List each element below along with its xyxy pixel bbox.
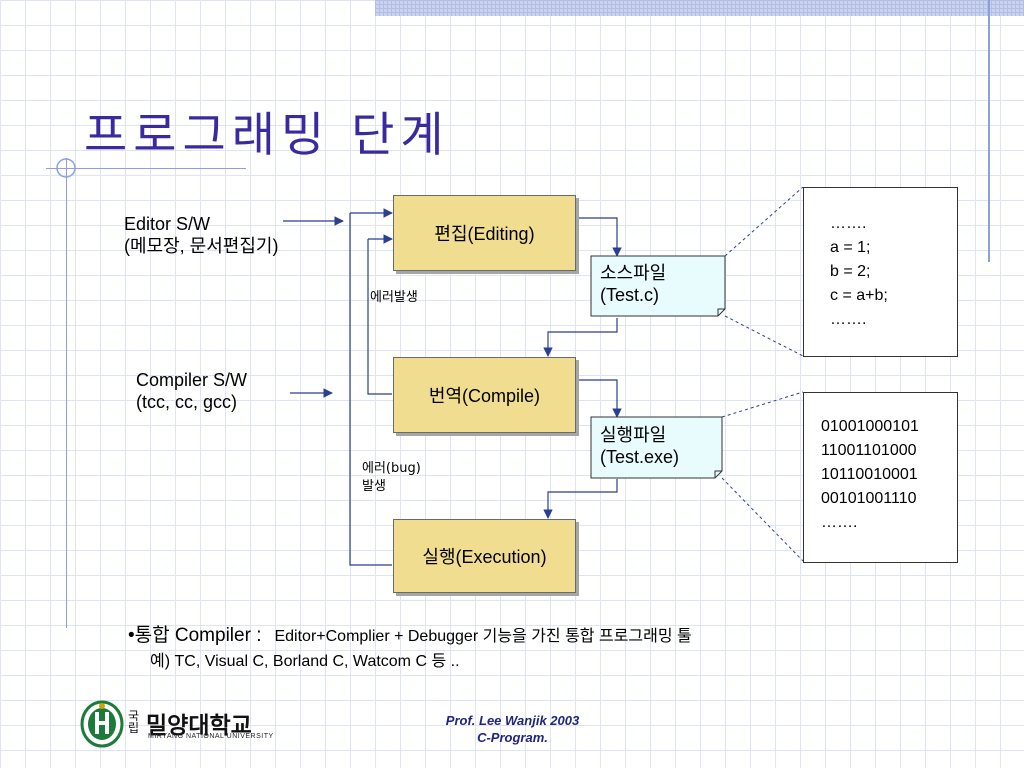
binary-code-box: 01001000101 11001101000 10110010001 0010… [803, 392, 958, 563]
decor-vertical-line [988, 0, 990, 262]
source-code-line: c = a+b; [830, 287, 888, 304]
compiler-label-line2: (tcc, cc, gcc) [136, 392, 238, 412]
source-code-line: ……. [830, 311, 867, 328]
editor-label-line1: Editor S/W [124, 214, 211, 234]
compile-step-box: 번역(Compile) [393, 357, 576, 433]
editor-label: Editor S/W (메모장, 문서편집기) [124, 213, 278, 257]
source-file-shape [590, 255, 726, 317]
exe-file-fold [714, 470, 722, 478]
source-file-fold [717, 308, 725, 316]
slide-title: 프로그래밍 단계 [84, 108, 450, 163]
editor-label-line2: (메모장, 문서편집기) [124, 236, 279, 256]
bug-error-line2: 발생 [362, 479, 386, 494]
bullet-line-1: •통합 Compiler : Editor+Complier + Debugge… [128, 623, 692, 649]
decor-horizontal-line [46, 168, 246, 169]
logo-prefix-1: 국 [128, 709, 140, 723]
bullet-prefix: •통합 Compiler : [128, 625, 262, 646]
bug-error-label: 에러(bug) 발생 [362, 460, 421, 496]
editing-step-box: 편집(Editing) [393, 195, 576, 271]
decor-vertical-line-left [66, 158, 67, 628]
binary-code-line: 01001000101 [821, 418, 919, 435]
execution-step-box: 실행(Execution) [393, 519, 576, 593]
source-callout-line-top [724, 186, 804, 257]
source-callout-line-bottom [724, 315, 804, 357]
source-code-line: ……. [830, 215, 867, 232]
exe-file-shape [590, 416, 723, 479]
bug-error-line1: 에러(bug) [362, 461, 421, 476]
exe-to-execution-arrow [543, 479, 618, 519]
binary-code-lines: 01001000101 11001101000 10110010001 0010… [821, 415, 919, 535]
footer-course: C-Program. [477, 730, 548, 745]
exe-file-line1: 실행파일 [600, 425, 667, 445]
source-code-line: b = 2; [830, 263, 871, 280]
university-emblem-icon [80, 700, 124, 748]
exe-callout-line-bottom [721, 477, 804, 562]
compiler-label: Compiler S/W (tcc, cc, gcc) [136, 369, 247, 413]
outer-feedback-line [349, 213, 392, 566]
logo-prefix: 국 립 [128, 710, 139, 734]
edit-error-label: 에러발생 [370, 290, 418, 305]
source-file-line2: (Test.c) [600, 285, 660, 305]
bullet-rest: Editor+Complier + Debugger 기능을 가진 통합 프로그… [274, 628, 692, 645]
bullet-line-2: 예) TC, Visual C, Borland C, Watcom C 등 .… [150, 653, 460, 670]
exe-callout-line-top [721, 391, 804, 418]
inner-feedback-line [367, 239, 392, 395]
source-to-compile-arrow [543, 318, 618, 357]
decor-circle [56, 158, 76, 178]
footer-author: Prof. Lee Wanjik 2003 [445, 713, 580, 728]
source-file-line1: 소스파일 [600, 263, 667, 283]
university-logo: 국 립 밀양대학교 MIRYANG NATIONAL UNIVERSITY [78, 698, 303, 748]
source-code-line: a = 1; [830, 239, 871, 256]
source-code-box: ……. a = 1; b = 2; c = a+b; ……. [803, 187, 958, 357]
top-pattern-band [375, 0, 1024, 16]
exe-file-label: 실행파일 (Test.exe) [600, 424, 679, 468]
exe-file-line2: (Test.exe) [600, 447, 680, 467]
footer: Prof. Lee Wanjik 2003 C-Program. [400, 712, 625, 746]
logo-school-name: 밀양대학교 [146, 713, 252, 739]
binary-code-line: ……. [821, 514, 858, 531]
logo-english-name: MIRYANG NATIONAL UNIVERSITY [148, 733, 274, 740]
logo-prefix-2: 립 [128, 721, 140, 735]
binary-code-line: 11001101000 [821, 442, 917, 459]
source-code-lines: ……. a = 1; b = 2; c = a+b; ……. [830, 212, 888, 332]
source-file-label: 소스파일 (Test.c) [600, 262, 666, 306]
compile-to-exe-arrow [574, 379, 622, 418]
binary-code-line: 10110010001 [821, 466, 918, 483]
edit-to-source-arrow [574, 217, 622, 257]
binary-code-line: 00101001110 [821, 490, 917, 507]
compiler-label-line1: Compiler S/W [136, 370, 248, 390]
